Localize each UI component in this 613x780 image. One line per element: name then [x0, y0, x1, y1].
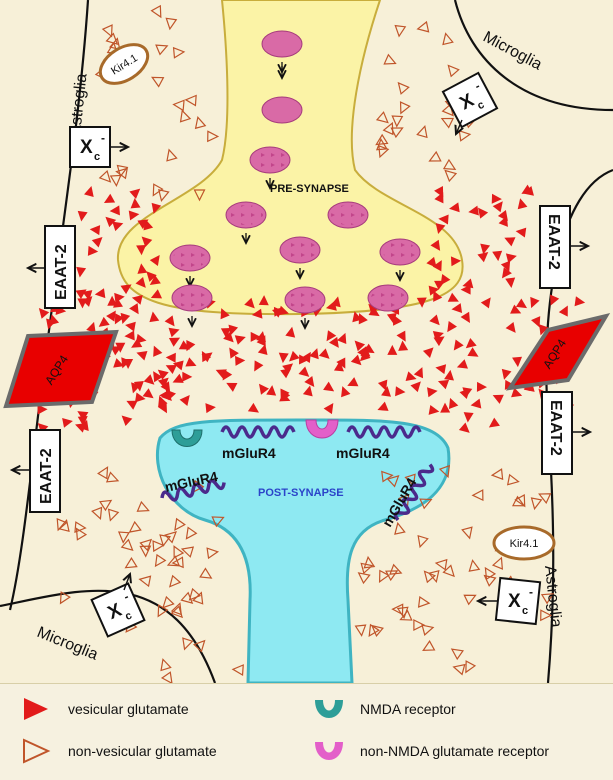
non-vesicular-glutamate-icon [20, 736, 54, 766]
synaptic-vesicle [262, 31, 302, 57]
legend-item-non-nmda: non-NMDA glutamate receptor [312, 736, 549, 766]
pre-synapse-label: PRE-SYNAPSE [270, 183, 349, 195]
legend: vesicular glutamate non-vesicular glutam… [0, 683, 613, 780]
legend-label: non-vesicular glutamate [68, 743, 217, 759]
svg-text:c: c [522, 605, 528, 617]
mglur4-label: mGluR4 [222, 445, 276, 461]
svg-text:X: X [508, 591, 521, 612]
kir41-label: Kir4.1 [510, 538, 539, 550]
post-synapse-label: POST-SYNAPSE [258, 487, 344, 499]
non-nmda-receptor-icon [312, 736, 346, 766]
synaptic-vesicle [250, 147, 290, 173]
legend-label: NMDA receptor [360, 701, 456, 717]
synaptic-vesicle [285, 287, 325, 313]
svg-text:EAAT-2: EAAT-2 [547, 400, 564, 456]
synapse-diagram: PRE-SYNAPSE POST-SYNAPSE mGluR4 mGluR4 m… [0, 0, 613, 683]
synaptic-vesicle [172, 285, 212, 311]
synaptic-vesicle [170, 245, 210, 271]
svg-text:X: X [80, 137, 93, 158]
synaptic-vesicle [262, 97, 302, 123]
svg-text:EAAT-2: EAAT-2 [53, 244, 70, 300]
mglur4-label: mGluR4 [336, 445, 390, 461]
legend-item-nmda: NMDA receptor [312, 694, 456, 724]
legend-item-non-vesicular: non-vesicular glutamate [20, 736, 217, 766]
legend-item-vesicular: vesicular glutamate [20, 694, 189, 724]
synaptic-vesicle [328, 202, 368, 228]
synaptic-vesicle [380, 239, 420, 265]
nmda-receptor-icon [312, 694, 346, 724]
legend-label: non-NMDA glutamate receptor [360, 743, 549, 759]
svg-text:EAAT-2: EAAT-2 [545, 214, 562, 270]
svg-text:EAAT-2: EAAT-2 [38, 448, 55, 504]
svg-text:c: c [94, 151, 100, 163]
svg-text:-: - [101, 131, 105, 145]
vesicular-glutamate-icon [20, 694, 54, 724]
kir41-channel: Kir4.1 [494, 527, 554, 559]
synaptic-vesicle [226, 202, 266, 228]
legend-label: vesicular glutamate [68, 701, 189, 717]
synaptic-vesicle [368, 285, 408, 311]
svg-text:-: - [529, 585, 533, 599]
synaptic-vesicle [280, 237, 320, 263]
